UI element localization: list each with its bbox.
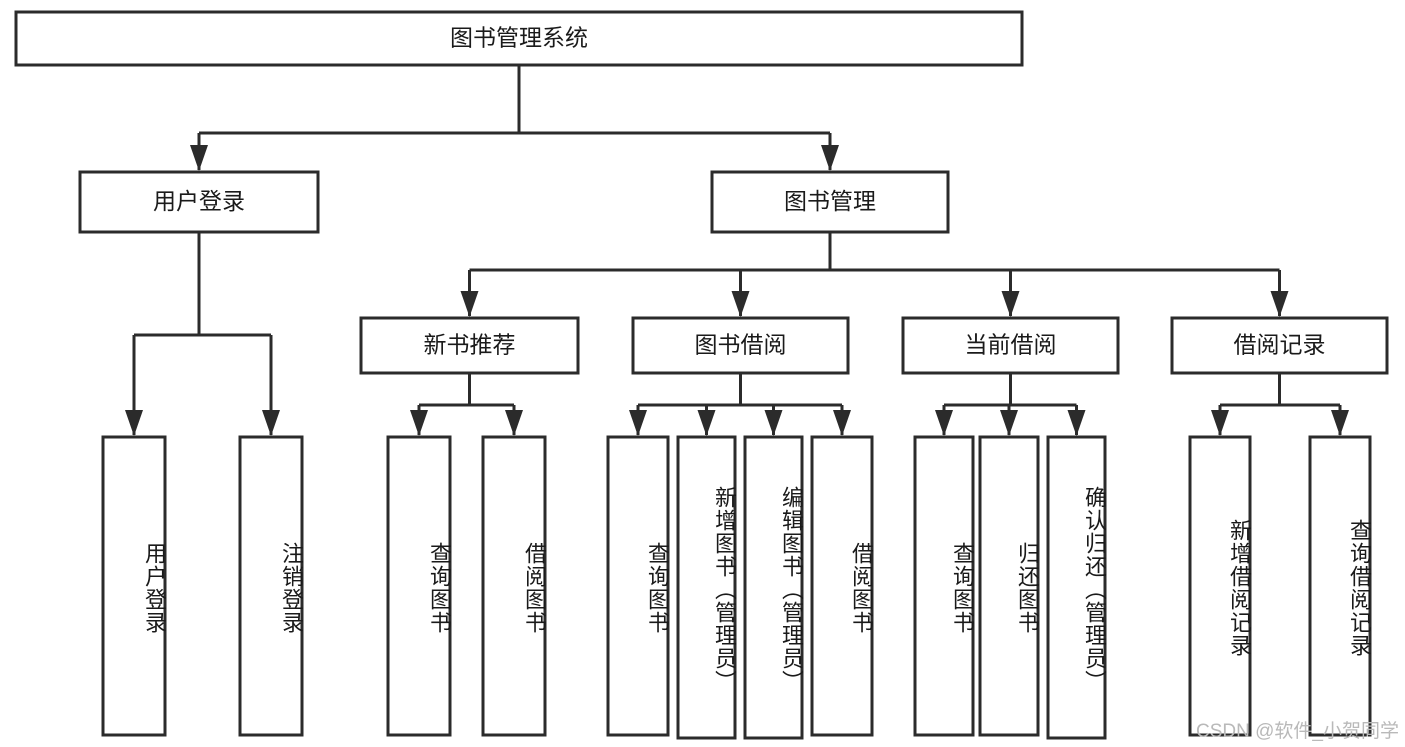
arrow-head xyxy=(262,410,280,436)
node-box-leaf-query-book-2[interactable] xyxy=(606,435,670,737)
node-box-leaf-edit-book[interactable] xyxy=(743,435,804,740)
arrow-head xyxy=(833,410,851,436)
watermark-text: CSDN @软件_小贺同学 xyxy=(1196,721,1399,742)
node-box-layer xyxy=(14,10,1389,740)
arrow-head xyxy=(935,410,953,436)
node-label-user-login: 用户登录 xyxy=(153,188,245,214)
connector-layer xyxy=(125,65,1349,436)
arrow-head xyxy=(821,145,839,171)
node-box-leaf-borrow-book-1[interactable] xyxy=(481,435,547,737)
node-label-book-borrow: 图书借阅 xyxy=(695,332,787,358)
node-box-leaf-return-book[interactable] xyxy=(978,435,1040,737)
arrow-head xyxy=(1331,410,1349,436)
arrow-head xyxy=(1001,291,1020,317)
arrow-head xyxy=(505,410,523,436)
node-box-leaf-user-login[interactable] xyxy=(101,435,167,737)
arrow-head xyxy=(1211,410,1229,436)
node-label-borrow-record: 借阅记录 xyxy=(1234,332,1326,358)
node-box-leaf-borrow-book-2[interactable] xyxy=(810,435,874,737)
node-box-leaf-add-record[interactable] xyxy=(1188,435,1252,737)
node-box-leaf-query-book-1[interactable] xyxy=(386,435,452,737)
node-box-leaf-add-book[interactable] xyxy=(676,435,737,740)
node-box-current-borrow[interactable] xyxy=(901,316,1120,375)
node-label-book-manage: 图书管理 xyxy=(784,188,876,214)
node-label-current-borrow: 当前借阅 xyxy=(965,332,1057,358)
arrow-head xyxy=(1067,410,1086,436)
node-box-borrow-record[interactable] xyxy=(1170,316,1389,375)
arrow-head xyxy=(190,145,208,171)
arrow-head xyxy=(697,410,716,436)
node-box-root[interactable] xyxy=(14,10,1024,67)
node-box-new-book-recommend[interactable] xyxy=(359,316,580,375)
arrow-head xyxy=(460,291,479,317)
node-label-new-book-recommend: 新书推荐 xyxy=(424,332,516,358)
arrow-head xyxy=(410,410,428,436)
node-box-leaf-query-record[interactable] xyxy=(1308,435,1372,737)
node-label-root: 图书管理系统 xyxy=(450,25,588,51)
arrow-head xyxy=(1000,410,1018,436)
node-box-leaf-query-book-3[interactable] xyxy=(913,435,975,737)
node-box-leaf-confirm-return[interactable] xyxy=(1046,435,1107,740)
node-box-book-manage[interactable] xyxy=(710,170,950,234)
node-box-user-login[interactable] xyxy=(78,170,320,234)
arrow-head xyxy=(731,291,750,317)
arrow-head xyxy=(125,410,143,436)
arrow-head xyxy=(764,410,783,436)
arrow-head xyxy=(1270,291,1289,317)
arrow-head xyxy=(629,410,647,436)
node-box-leaf-user-logout[interactable] xyxy=(238,435,304,737)
node-box-book-borrow[interactable] xyxy=(631,316,850,375)
